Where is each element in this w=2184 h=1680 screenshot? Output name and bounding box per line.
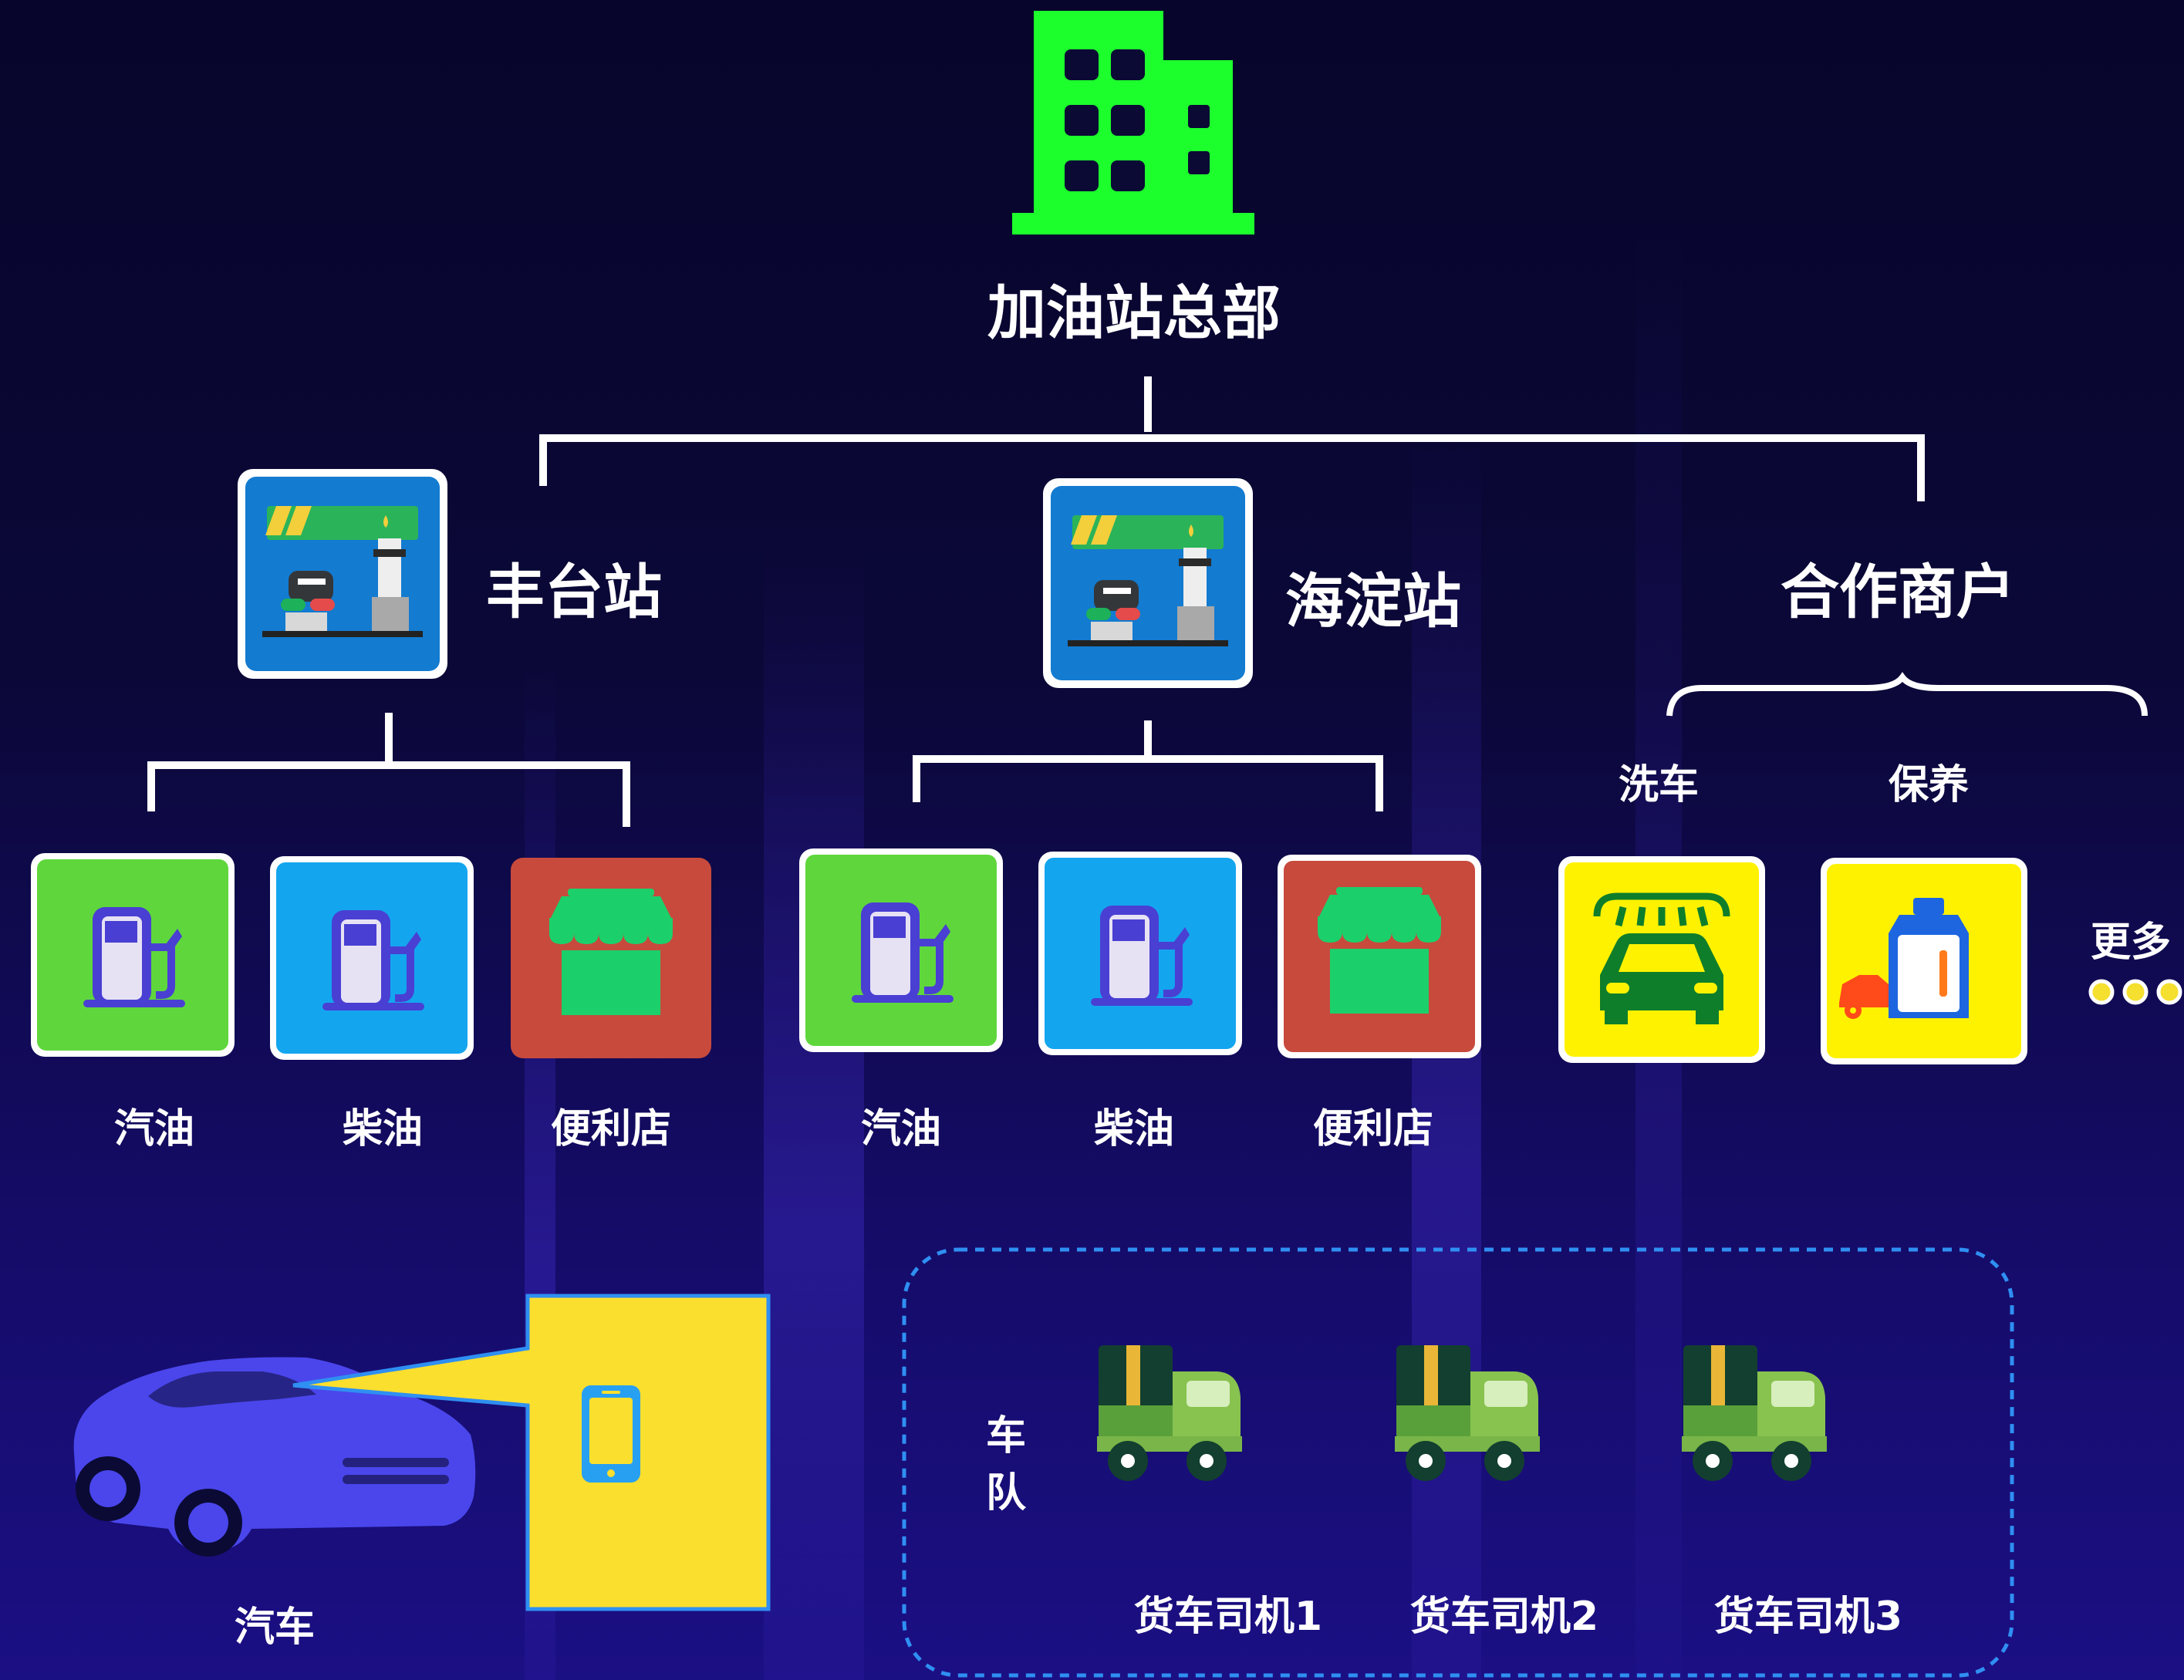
- partner-label-carwash: 洗车: [1618, 762, 1700, 808]
- partners-brace: [1666, 672, 2148, 717]
- gas-station-icon: [238, 469, 447, 679]
- partners-label: 合作商户: [1781, 558, 2015, 626]
- more-label: 更多: [2090, 919, 2172, 966]
- hq-label: 加油站总部: [987, 278, 1281, 347]
- service-label: 柴油: [342, 1106, 424, 1152]
- store-icon: [1278, 855, 1481, 1058]
- service-label: 柴油: [1093, 1106, 1175, 1152]
- office-building-icon: [1012, 11, 1254, 234]
- truck-icon: [1395, 1345, 1540, 1481]
- gas-station-icon: [1043, 478, 1253, 688]
- car-maintenance-icon: [1821, 858, 2027, 1064]
- smartphone-icon: [582, 1385, 640, 1483]
- service-label: 汽油: [860, 1106, 942, 1152]
- service-label: 汽油: [113, 1106, 195, 1152]
- fleet-frame: [902, 1247, 2014, 1678]
- station-label-haidian: 海淀站: [1285, 567, 1461, 636]
- fuel-pump-icon: [270, 856, 474, 1060]
- light-beam: [764, 540, 864, 1680]
- haidian-connector: [913, 720, 1383, 811]
- service-label: 便利店: [1312, 1106, 1434, 1152]
- truck-label: 货车司机1: [1133, 1594, 1323, 1640]
- service-label: 便利店: [550, 1106, 672, 1152]
- sedan-car-icon: [73, 1357, 476, 1557]
- fuel-pump-icon: [799, 848, 1003, 1052]
- truck-icon: [1682, 1345, 1827, 1481]
- more-dots-icon: [2088, 979, 2182, 1005]
- fleet-label: 车队: [985, 1413, 1026, 1516]
- car-label: 汽车: [234, 1604, 316, 1651]
- truck-label: 货车司机3: [1713, 1594, 1903, 1640]
- fengtai-connector: [147, 713, 630, 827]
- hq-connector: [539, 376, 1925, 501]
- truck-icon: [1097, 1345, 1242, 1481]
- fuel-pump-icon: [1038, 852, 1242, 1055]
- fuel-pump-icon: [31, 853, 235, 1057]
- car-wash-icon: [1558, 856, 1765, 1063]
- station-label-fengtai: 丰台站: [486, 558, 662, 626]
- speech-panel: [292, 1294, 771, 1611]
- store-icon: [511, 858, 711, 1058]
- partner-label-maintenance: 保养: [1888, 762, 1970, 808]
- truck-label: 货车司机2: [1409, 1594, 1599, 1640]
